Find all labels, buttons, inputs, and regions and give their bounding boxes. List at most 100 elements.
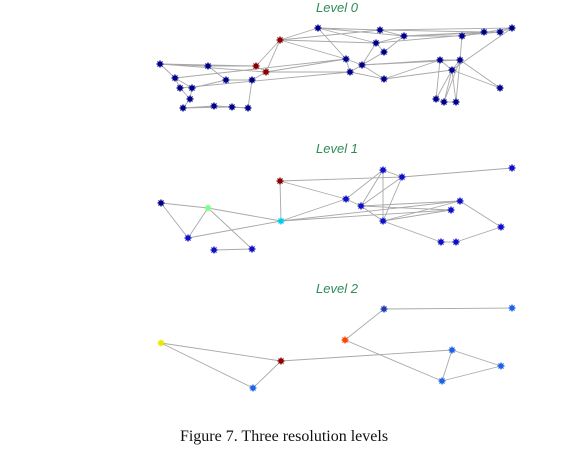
graph-edge [280,198,347,222]
graph-edge [252,360,282,389]
graph-edge [279,180,347,200]
graph-node [262,68,270,76]
graph-edge [379,27,513,31]
graph-node [436,56,444,64]
graph-edge [255,39,281,67]
graph-node [210,102,218,110]
graph-node [204,204,212,212]
graph-edge [382,209,452,222]
graph-edge [174,58,347,79]
graph-edge [383,59,441,80]
graph-edge [251,71,267,81]
graph-node [342,195,350,203]
graph-node [244,104,252,112]
graph-node [248,76,256,84]
graph-edge [382,200,461,222]
graph-node [204,62,212,70]
graph-edge [317,27,405,37]
graph-node [184,234,192,242]
level-2-title: Level 2 [316,281,359,296]
graph-edge [383,35,405,53]
graph-node [447,206,455,214]
graph-node [497,362,505,370]
graph-edge [345,169,384,200]
graph-node [276,177,284,185]
graph-node [222,76,230,84]
graph-edge [443,59,461,103]
graph-edge [160,202,209,209]
graph-edge [174,77,193,89]
graph-node [379,166,387,174]
graph-edge [160,202,189,239]
graph-node [277,357,285,365]
graph-edge [360,169,384,207]
level-1-nodes [157,164,516,254]
graph-node [437,238,445,246]
graph-node [186,95,194,103]
graph-edge [187,207,209,239]
level-2-edges [160,307,513,389]
graph-node [341,336,349,344]
graph-edge [459,35,463,61]
graph-node [188,84,196,92]
graph-node [452,98,460,106]
graph-node [342,55,350,63]
graph-edge [441,365,502,382]
graph-edge [345,198,362,207]
graph-node [276,36,284,44]
graph-edge [279,27,319,41]
graph-node [432,95,440,103]
graph-node [398,173,406,181]
graph-edge [265,39,281,73]
graph-edge [182,106,233,109]
level-0-title: Level 0 [316,0,359,15]
graph-node [456,56,464,64]
graph-node [157,339,165,347]
graph-edge [279,39,347,60]
graph-node [379,217,387,225]
graph-node [508,304,516,312]
graph-edge [375,31,501,44]
graph-edge [317,27,377,44]
graph-edge [360,205,384,222]
graph-edge [459,200,502,228]
graph-edge [344,308,385,341]
graph-edge [279,176,403,182]
graph-edge [382,169,403,178]
graph-node [314,24,322,32]
graph-node [228,103,236,111]
graph-edge [279,29,381,41]
graph-edge [317,27,347,60]
graph-node [157,199,165,207]
graph-edge [160,342,254,389]
level-0-nodes [156,24,516,112]
graph-edge [379,29,405,37]
graph-edge [435,59,441,100]
graph-node [248,245,256,253]
graph-node [508,24,516,32]
graph-edge [361,42,377,66]
graph-edge [279,39,377,44]
graph-node [438,377,446,385]
graph-edge [345,58,363,66]
graph-node [497,223,505,231]
graph-node [156,60,164,68]
graph-node [358,61,366,69]
graph-edge [247,79,253,109]
graph-node [179,104,187,112]
graph-edge [360,176,403,207]
graph-edge [361,59,461,66]
graph-node [249,384,257,392]
graph-edge [459,59,501,89]
graph-edge [361,51,385,66]
graph-node [458,32,466,40]
graph-node [357,202,365,210]
graph-node [380,305,388,313]
graph-node [496,28,504,36]
graph-edge [451,69,457,103]
graph-edge [451,27,513,71]
graph-edge [349,71,385,80]
panel-level-0: Level 0 [156,0,516,112]
graph-edge [207,207,253,250]
graph-edge [360,200,461,207]
